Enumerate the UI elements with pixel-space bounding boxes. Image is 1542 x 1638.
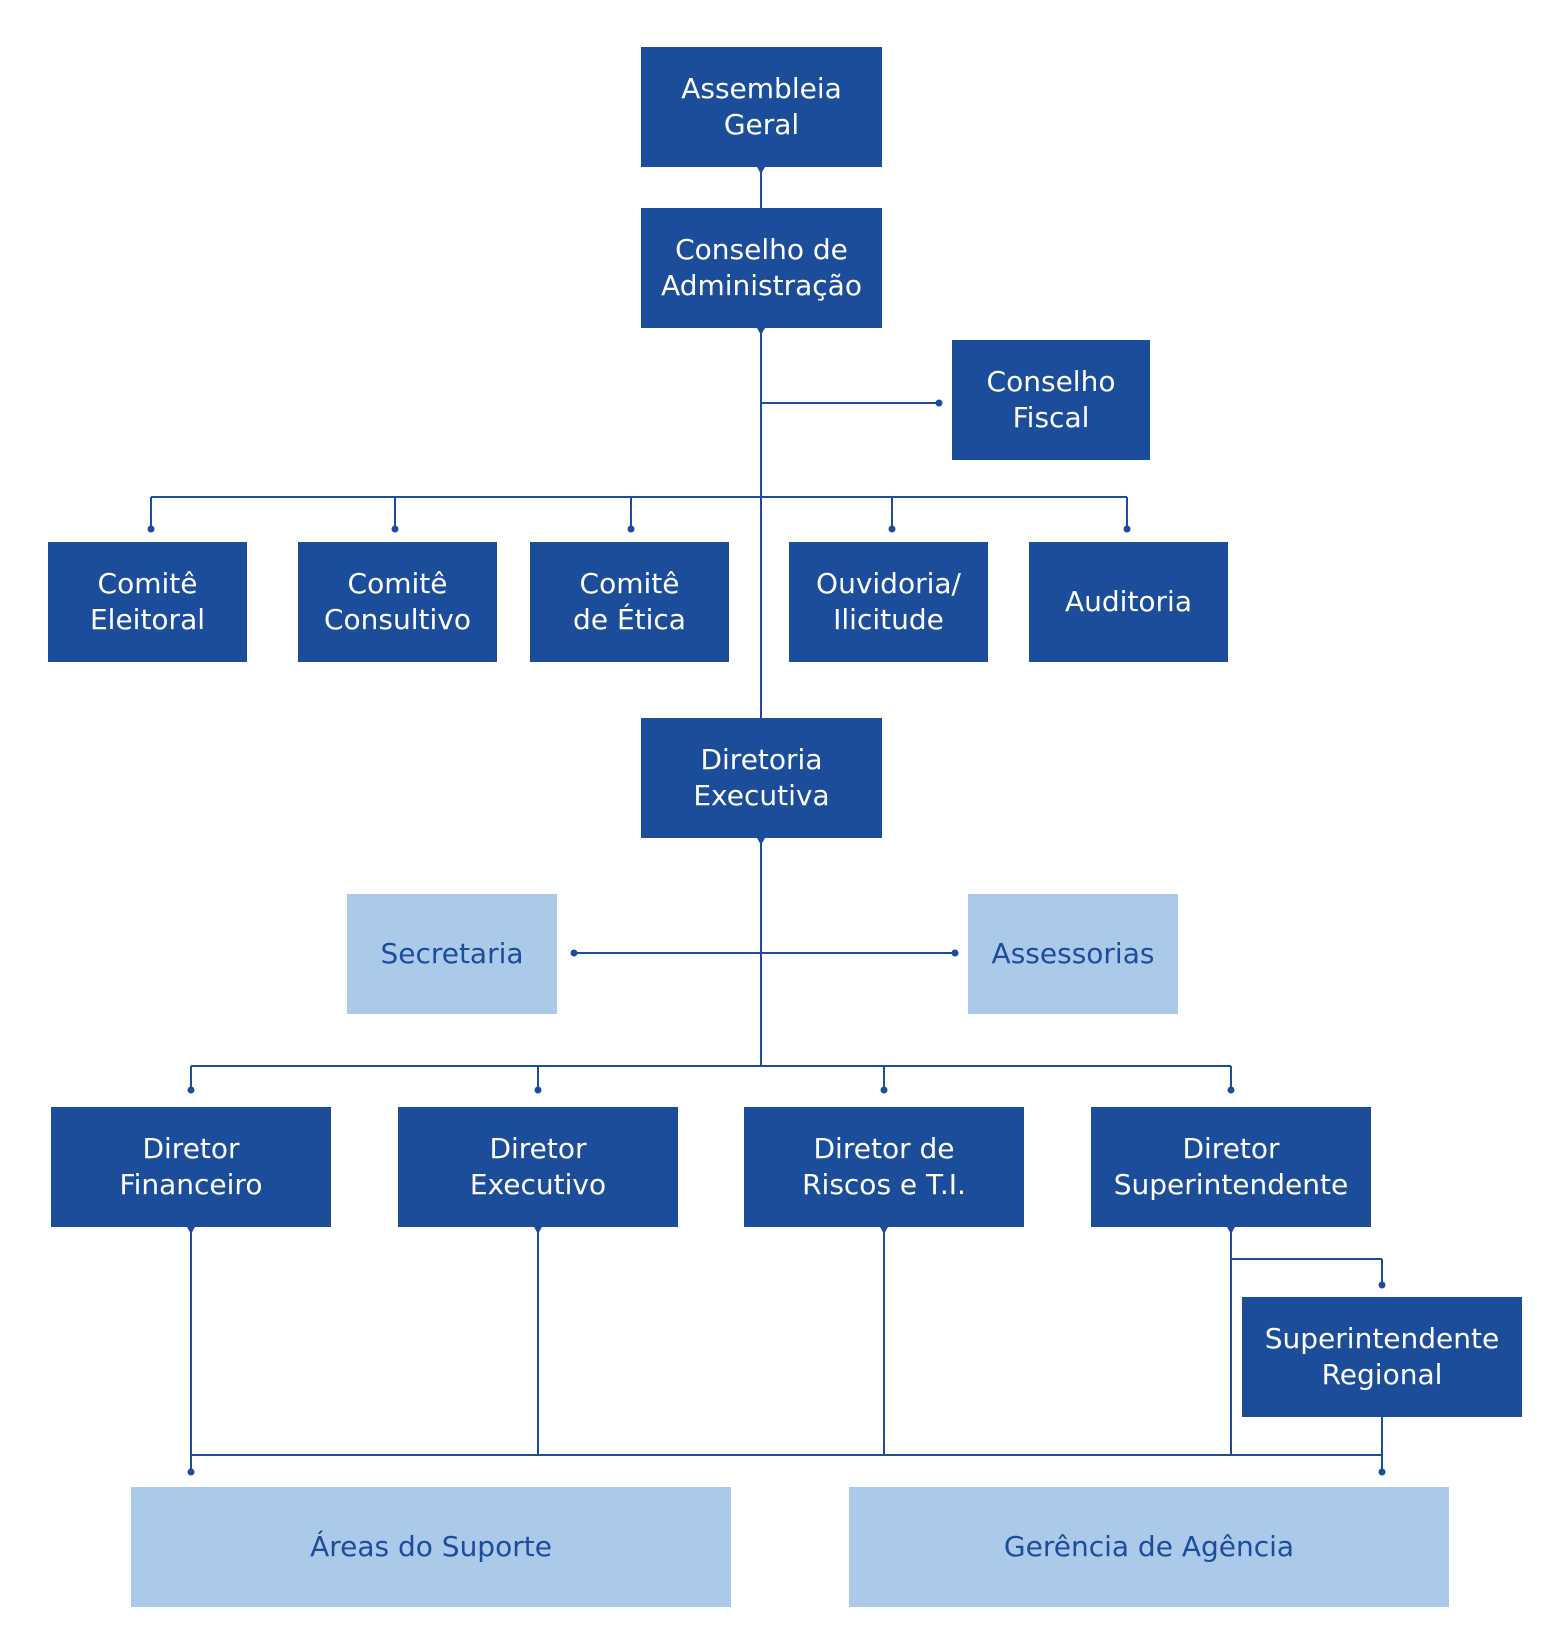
node-diretor-executivo: Diretor Executivo <box>398 1107 678 1227</box>
endpoint-dot <box>627 525 635 533</box>
node-conselho-administracao: Conselho de Administração <box>641 208 882 328</box>
node-secretaria: Secretaria <box>347 894 557 1014</box>
node-label: Diretor Financeiro <box>119 1132 263 1201</box>
arrow-tip <box>1227 1227 1235 1234</box>
node-diretor-financeiro: Diretor Financeiro <box>51 1107 331 1227</box>
node-label: Comitê Eleitoral <box>89 567 206 636</box>
node-label: Diretor Superintendente <box>1113 1132 1349 1201</box>
endpoint-dot <box>534 1086 542 1094</box>
node-superintendente-regional: Superintendente Regional <box>1242 1297 1522 1417</box>
node-comite-consultivo: Comitê Consultivo <box>298 542 497 662</box>
arrow-tip <box>880 1227 888 1234</box>
endpoint-dot <box>1123 525 1131 533</box>
endpoint-dot <box>570 949 578 957</box>
endpoint-dot <box>1227 1086 1235 1094</box>
node-label: Áreas do Suporte <box>310 1530 552 1563</box>
node-assembleia-geral: Assembleia Geral <box>641 47 882 167</box>
endpoint-dot <box>1378 1468 1386 1476</box>
node-diretor-riscos: Diretor de Riscos e T.I. <box>744 1107 1024 1227</box>
endpoint-dot <box>187 1086 195 1094</box>
endpoint-dot <box>147 525 155 533</box>
node-label: Comitê Consultivo <box>324 567 471 636</box>
node-assessorias: Assessorias <box>968 894 1178 1014</box>
endpoint-dot <box>935 399 943 407</box>
node-label: Conselho Fiscal <box>986 365 1116 434</box>
arrow-tip <box>187 1227 195 1234</box>
endpoint-dot <box>1378 1281 1386 1289</box>
node-areas-suporte: Áreas do Suporte <box>131 1487 731 1607</box>
endpoint-dot <box>880 1086 888 1094</box>
node-conselho-fiscal: Conselho Fiscal <box>952 340 1150 460</box>
node-label: Conselho de Administração <box>661 233 862 302</box>
node-label: Gerência de Agência <box>1003 1530 1295 1563</box>
node-label: Assembleia Geral <box>681 72 842 141</box>
node-ouvidoria: Ouvidoria/ Ilicitude <box>789 542 988 662</box>
node-label: Diretor de Riscos e T.I. <box>802 1132 966 1201</box>
node-label: Auditoria <box>1064 585 1192 618</box>
arrow-tip <box>757 328 765 335</box>
node-comite-etica: Comitê de Ética <box>530 542 729 662</box>
endpoint-dot <box>391 525 399 533</box>
node-gerencia-agencia: Gerência de Agência <box>849 1487 1449 1607</box>
node-diretor-superintendente: Diretor Superintendente <box>1091 1107 1371 1227</box>
node-auditoria: Auditoria <box>1029 542 1228 662</box>
endpoint-dot <box>951 949 959 957</box>
node-label: Comitê de Ética <box>573 567 686 636</box>
node-label: Diretoria Executiva <box>693 743 830 812</box>
arrow-tip <box>757 167 765 174</box>
node-label: Diretor Executivo <box>469 1132 607 1201</box>
endpoint-dot <box>888 525 896 533</box>
node-label: Secretaria <box>380 937 524 970</box>
arrow-tip <box>757 838 765 845</box>
endpoint-dot <box>187 1468 195 1476</box>
node-diretoria-executiva: Diretoria Executiva <box>641 718 882 838</box>
node-label: Ouvidoria/ Ilicitude <box>816 567 961 636</box>
node-label: Assessorias <box>991 937 1155 970</box>
arrow-tip <box>534 1227 542 1234</box>
node-label: Superintendente Regional <box>1264 1322 1500 1391</box>
node-comite-eleitoral: Comitê Eleitoral <box>48 542 247 662</box>
